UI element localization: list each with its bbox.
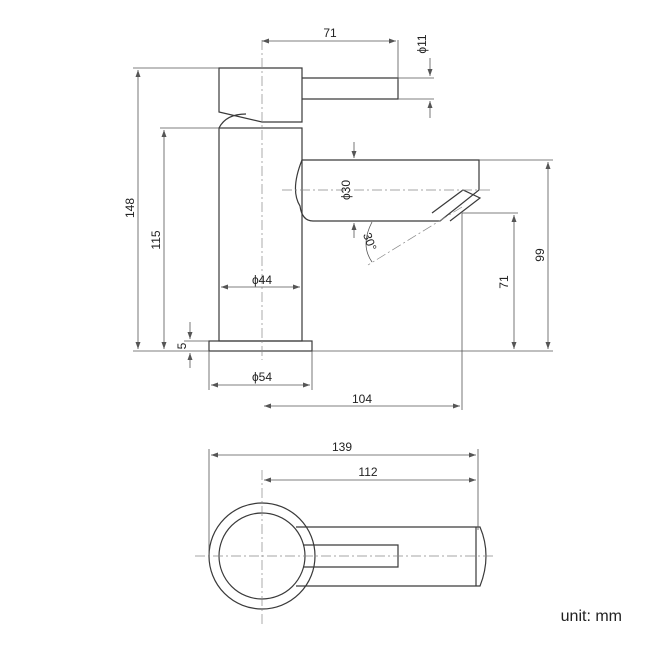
dim-total-height-label: 148 [123,198,137,218]
side-elevation [208,40,490,360]
faucet-body [218,127,303,342]
dim-base-diameter: ϕ54 [208,351,313,390]
dim-body-height-label: 115 [149,230,163,249]
faucet-base [208,340,313,352]
dim-total-height: 148 [123,67,219,352]
dim-lever-diameter: ϕ11 [398,34,434,118]
dim-spout-projection: 104 [264,213,463,410]
dim-spout-top-height-label: 99 [533,248,547,262]
dim-body-height: 115 [149,127,219,349]
dim-spout-projection-label: 104 [352,392,372,406]
unit-label: unit: mm [560,608,622,625]
dim-spout-top-height: 99 [479,159,553,349]
spout [294,159,480,222]
dim-lever-reach-label: 71 [323,26,337,40]
dim-body-diameter-label: ϕ44 [252,273,272,287]
dim-spout-diameter: ϕ30 [339,142,357,238]
dim-spout-angle: 30° [360,221,380,263]
dim-base-thickness: 5 [175,322,209,368]
dim-plan-lever-length: 112 [264,465,476,483]
dim-spout-diameter-label: ϕ30 [339,180,353,200]
dim-spout-angle-label: 30° [360,231,379,253]
dim-lever-reach: 71 [262,26,399,80]
plan-spout [296,526,487,587]
dim-plan-overall-length: 139 [208,440,479,556]
dim-base-diameter-label: ϕ54 [252,370,272,384]
dim-outlet-height: 71 [312,212,553,352]
dim-lever-diameter-label: ϕ11 [415,34,429,54]
lever-handle [302,77,399,100]
plan-view [195,470,495,625]
dim-body-diameter: ϕ44 [221,273,300,290]
handle-cap [218,67,303,123]
dim-outlet-height-label: 71 [497,275,511,289]
dim-plan-overall-length-label: 139 [332,440,352,454]
dim-plan-lever-length-label: 112 [358,465,377,479]
dim-base-thickness-label: 5 [175,342,189,349]
